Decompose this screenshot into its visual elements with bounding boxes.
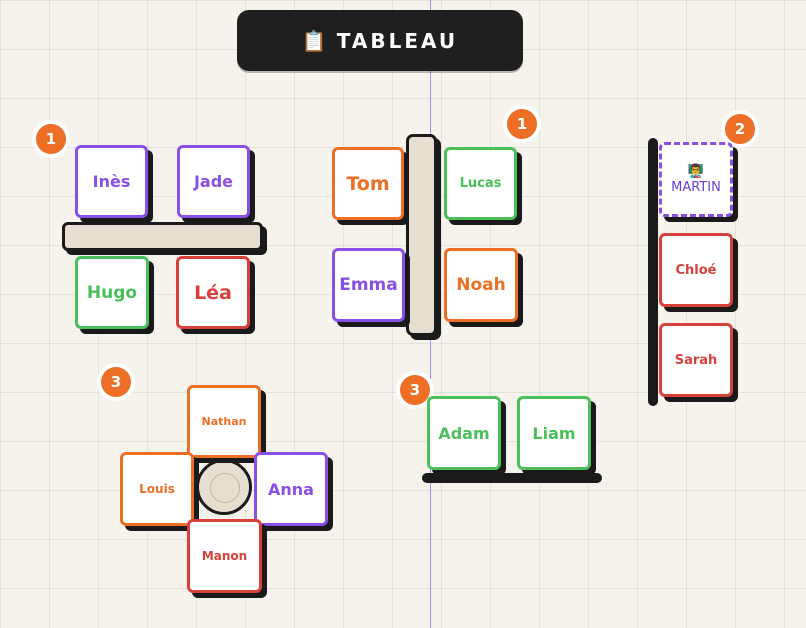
student-card[interactable]: Manon xyxy=(187,519,262,593)
student-card[interactable]: Hugo xyxy=(75,256,149,329)
student-card[interactable]: Noah xyxy=(444,248,518,322)
teacher-icon: 👨‍🏫 xyxy=(687,163,705,179)
student-card[interactable]: Nathan xyxy=(187,385,261,458)
student-card[interactable]: Chloé xyxy=(659,233,733,307)
desk xyxy=(62,222,263,251)
student-card[interactable]: Adam xyxy=(427,396,501,470)
student-card[interactable]: Lucas xyxy=(444,147,517,220)
student-card[interactable]: Jade xyxy=(177,145,250,218)
group-badge: 2 xyxy=(725,114,755,144)
student-card[interactable]: Emma xyxy=(332,248,405,322)
student-card[interactable]: Inès xyxy=(75,145,148,218)
teacher-name: MARTIN xyxy=(671,179,721,195)
student-card[interactable]: Tom xyxy=(332,147,404,220)
group-badge: 3 xyxy=(101,367,131,397)
desk-edge xyxy=(422,473,602,483)
student-card[interactable]: Anna xyxy=(254,452,328,526)
desk xyxy=(406,134,437,336)
board-header: 📋 TABLEAU xyxy=(237,10,523,71)
round-table xyxy=(196,459,252,515)
teacher-card[interactable]: 👨‍🏫 MARTIN xyxy=(659,142,733,217)
student-card[interactable]: Liam xyxy=(517,396,591,470)
group-badge: 1 xyxy=(507,109,537,139)
desk-edge xyxy=(648,138,658,406)
student-card[interactable]: Louis xyxy=(120,452,194,526)
clipboard-icon: 📋 xyxy=(301,28,327,53)
student-card[interactable]: Léa xyxy=(176,256,250,329)
student-card[interactable]: Sarah xyxy=(659,323,733,397)
board-label: TABLEAU xyxy=(336,28,459,53)
group-badge: 1 xyxy=(36,124,66,154)
group-badge: 3 xyxy=(400,375,430,405)
